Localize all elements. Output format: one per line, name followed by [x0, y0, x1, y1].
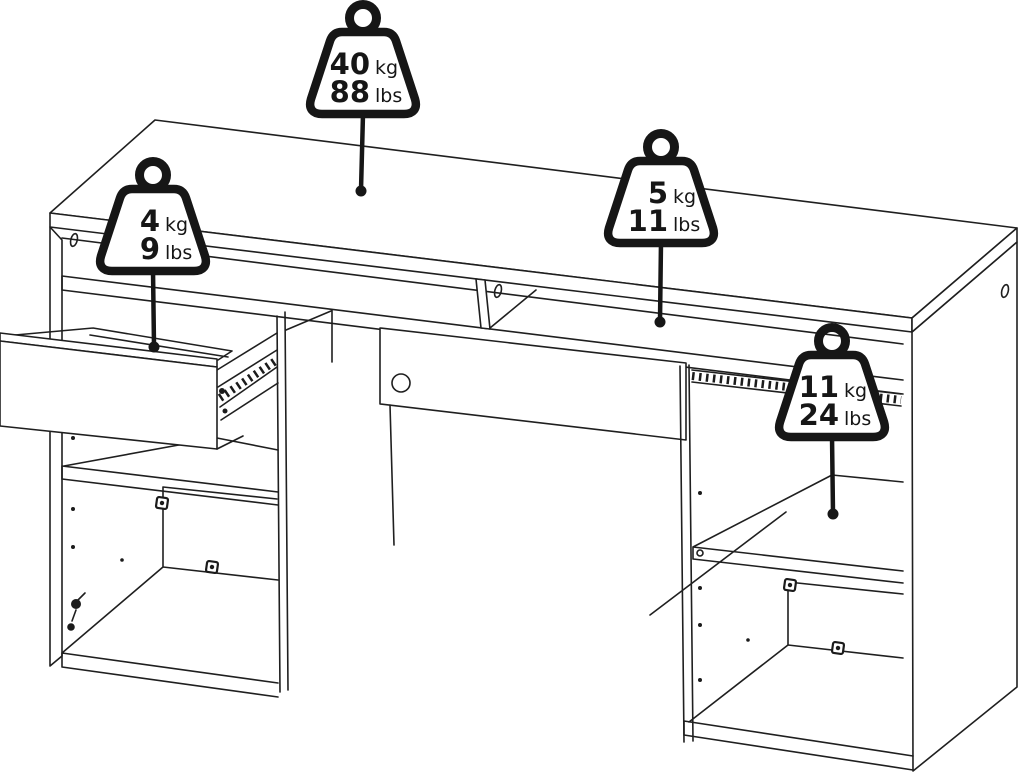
panel-holes — [71, 436, 750, 682]
weight-badge-drawer: 4 kg 9 lbs — [95, 157, 211, 276]
desk-right-panel — [911, 241, 1018, 772]
kg-unit: kg — [673, 186, 696, 208]
hinge-hardware — [67, 592, 86, 631]
kg-unit: kg — [375, 57, 398, 79]
cubby-divider — [475, 278, 491, 330]
open-drawer — [0, 327, 244, 450]
drawer-bottom-corner — [216, 435, 244, 450]
desk-line-art — [0, 119, 1018, 772]
weight-badge-center-shelf: 5 kg 11 lbs — [603, 129, 719, 248]
cable-hole-right — [1000, 283, 1010, 299]
kg-value: 5 — [648, 176, 668, 210]
right-pedestal-shelf — [692, 474, 904, 584]
modesty-panel-hole — [391, 373, 411, 393]
target-dot-center-shelf — [654, 316, 666, 328]
drawer-slide-rail — [216, 310, 332, 421]
kg-value: 40 — [330, 47, 370, 81]
cable-hole-center — [493, 283, 503, 299]
lbs-value: 88 — [330, 75, 370, 109]
modesty-panel — [379, 327, 687, 441]
lbs-unit: lbs — [673, 214, 700, 236]
target-dot-desktop — [355, 185, 367, 197]
right-pedestal-left-panel — [679, 364, 694, 743]
drawer-front — [0, 340, 218, 450]
lbs-unit: lbs — [375, 85, 402, 107]
target-dot-right-shelf — [827, 508, 839, 520]
lbs-value: 11 — [628, 204, 668, 238]
weight-badge-right-shelf: 11 kg 24 lbs — [774, 323, 890, 442]
left-pedestal-right-panel — [276, 309, 333, 693]
weight-badges: 40 kg 88 lbs 4 kg 9 lbs 5 kg 11 lbs 11 — [95, 0, 890, 520]
desk-top-right-edge — [911, 227, 1018, 333]
pointer-lines — [148, 111, 839, 520]
weight-badge-desktop: 40 kg 88 lbs — [305, 0, 421, 119]
lbs-value: 9 — [140, 232, 160, 266]
weight-kettlebell-icon — [814, 323, 850, 359]
lbs-value: 24 — [799, 398, 839, 432]
target-dot-drawer — [148, 341, 160, 353]
kg-value: 4 — [140, 204, 160, 238]
desk-left-panel — [49, 226, 63, 667]
shelf-cam-hole — [696, 549, 704, 557]
cubby-divider-brace — [489, 289, 537, 329]
lbs-unit: lbs — [165, 242, 192, 264]
kg-value: 11 — [799, 370, 839, 404]
cable-hole-left — [69, 232, 79, 248]
kg-unit: kg — [165, 214, 188, 236]
right-pedestal-compartment — [683, 581, 914, 771]
weight-kettlebell-icon — [643, 129, 679, 165]
left-pedestal-shelf — [61, 437, 279, 506]
kg-unit: kg — [844, 380, 867, 402]
cam-lock-fittings — [154, 495, 846, 656]
left-pedestal-compartment — [61, 486, 279, 698]
lbs-unit: lbs — [844, 408, 871, 430]
drawer-opening-rim — [3, 327, 233, 361]
weight-kettlebell-icon — [345, 0, 381, 36]
middle-gap-floor-line — [649, 511, 787, 616]
modesty-panel-lower-edge — [389, 404, 395, 546]
